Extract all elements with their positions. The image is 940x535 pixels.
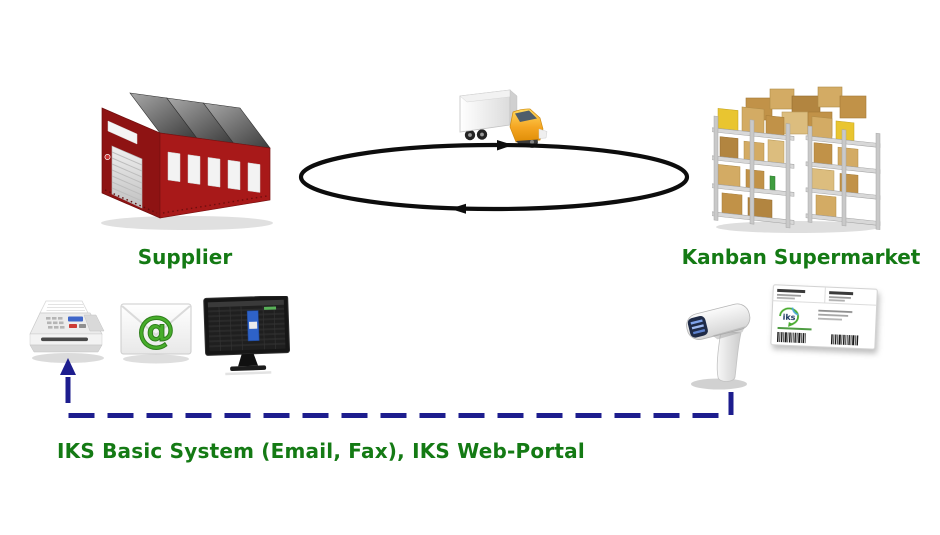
connector-arrow-up-icon [60,358,76,375]
material-flow-loop [298,140,690,214]
barcode-left [776,331,806,344]
factory-icon [101,92,273,230]
kanban-supermarket-label: Kanban Supermarket [681,245,921,269]
barcode-scanner-icon [686,303,751,390]
barcode-right [830,334,859,346]
iks-logo: iks [779,307,799,327]
truck-icon [459,89,548,148]
supplier-label: Supplier [137,245,233,269]
iks-logo-text: iks [782,313,795,323]
warehouse-shelves-icon [712,86,881,233]
kanban-card-icon: iks [770,284,878,350]
at-symbol: @ [137,308,175,352]
web-portal-monitor-icon [203,296,291,376]
loop-arrow-left-icon [450,203,466,214]
iks-caption: IKS Basic System (Email, Fax), IKS Web-P… [57,439,585,463]
email-envelope-icon: @ [120,303,192,364]
loop-arrow-right-icon [497,140,513,151]
